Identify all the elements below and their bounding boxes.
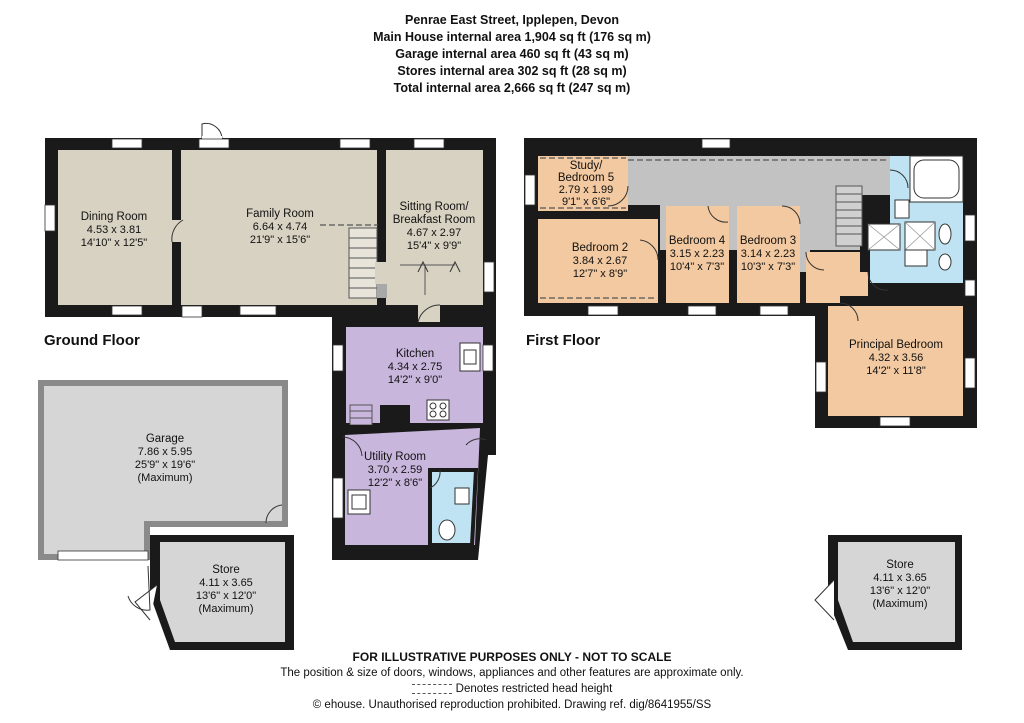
garage-imperial: 25'9" x 19'6" <box>134 459 196 471</box>
bedroom2-name: Bedroom 2 <box>571 242 629 254</box>
dining-room-metric: 4.53 x 3.81 <box>86 224 142 236</box>
copyright: © ehouse. Unauthorised reproduction proh… <box>312 699 712 711</box>
family-room-name: Family Room <box>246 208 314 220</box>
utility-room-label: Utility Room 3.70 x 2.59 12'2" x 8'6" <box>350 451 440 490</box>
disclaimer: FOR ILLUSTRATIVE PURPOSES ONLY - NOT TO … <box>352 650 672 664</box>
total-area: Total internal area 2,666 sq ft (247 sq … <box>393 81 631 95</box>
utility-room-metric: 3.70 x 2.59 <box>367 464 423 476</box>
principal-bedroom-imperial: 14'2" x 11'8" <box>866 365 926 377</box>
store-first-label: Store 4.11 x 3.65 13'6" x 12'0" (Maximum… <box>850 559 950 611</box>
store-ground-name: Store <box>212 564 240 576</box>
restricted-height-text: Denotes restricted head height <box>455 683 613 695</box>
store-first-name: Store <box>886 559 914 571</box>
dining-room-label: Dining Room 4.53 x 3.81 14'10" x 12'5" <box>62 211 166 250</box>
garage-area: Garage internal area 460 sq ft (43 sq m) <box>395 47 629 61</box>
bedroom2-floor <box>538 219 658 303</box>
bedroom4-imperial: 10'4" x 7'3" <box>669 261 725 273</box>
sitting-room-label: Sitting Room/ Breakfast Room 4.67 x 2.97… <box>382 201 486 253</box>
dining-room-imperial: 14'10" x 12'5" <box>80 237 148 249</box>
ground-floor-plan <box>38 123 977 650</box>
first-floor-label: First Floor <box>526 332 601 349</box>
ground-floor-label: Ground Floor <box>44 332 140 349</box>
bedroom3-imperial: 10'3" x 7'3" <box>740 261 796 273</box>
garage-note: (Maximum) <box>137 472 193 484</box>
sitting-room-imperial: 15'4" x 9'9" <box>406 240 462 252</box>
kitchen-label: Kitchen 4.34 x 2.75 14'2" x 9'0" <box>370 348 460 387</box>
study-metric: 2.79 x 1.99 <box>558 184 614 196</box>
garage-label: Garage 7.86 x 5.95 25'9" x 19'6" (Maximu… <box>110 433 220 485</box>
sitting-room-floor <box>386 150 483 305</box>
store-ground-label: Store 4.11 x 3.65 13'6" x 12'0" (Maximum… <box>176 564 276 616</box>
garage-name: Garage <box>145 433 185 445</box>
restricted-height-legend: Denotes restricted head height <box>0 682 1024 696</box>
bedroom4-label: Bedroom 4 3.15 x 2.23 10'4" x 7'3" <box>664 235 730 274</box>
bedroom4-floor <box>666 206 729 303</box>
ground-stairs <box>348 227 378 299</box>
family-room-label: Family Room 6.64 x 4.74 21'9" x 15'6" <box>200 208 360 247</box>
study-name-1: Study/ <box>569 160 603 172</box>
first-stairs <box>835 185 863 247</box>
family-room-imperial: 21'9" x 15'6" <box>249 234 311 246</box>
principal-floor <box>828 306 963 416</box>
sitting-room-name-2: Breakfast Room <box>392 214 476 226</box>
family-room-metric: 6.64 x 4.74 <box>252 221 308 233</box>
first-windows <box>524 138 976 427</box>
sitting-room-name-1: Sitting Room/ <box>399 201 469 213</box>
ground-windows <box>44 138 495 318</box>
store-ground-floor <box>160 542 285 642</box>
store-ground-imperial: 13'6" x 12'0" <box>195 590 257 602</box>
store-first-imperial: 13'6" x 12'0" <box>869 585 931 597</box>
bedroom3-name: Bedroom 3 <box>739 235 797 247</box>
dining-room-name: Dining Room <box>80 211 148 223</box>
store-ground-note: (Maximum) <box>198 603 254 615</box>
main-house-area: Main House internal area 1,904 sq ft (17… <box>373 30 651 44</box>
kitchen-imperial: 14'2" x 9'0" <box>387 374 443 386</box>
bedroom4-name: Bedroom 4 <box>668 235 726 247</box>
dining-room-floor <box>58 150 172 305</box>
restricted-height-swatch <box>411 683 452 694</box>
store-ground-metric: 4.11 x 3.65 <box>199 577 253 589</box>
bedroom3-label: Bedroom 3 3.14 x 2.23 10'3" x 7'3" <box>735 235 801 274</box>
store-first-note: (Maximum) <box>872 598 928 610</box>
study-imperial: 9'1" x 6'6" <box>561 196 611 208</box>
study-floor <box>538 156 628 211</box>
bedroom4-metric: 3.15 x 2.23 <box>669 248 725 260</box>
bedroom2-metric: 3.84 x 2.67 <box>572 255 628 267</box>
bedroom2-label: Bedroom 2 3.84 x 2.67 12'7" x 8'9" <box>555 242 645 281</box>
bedroom2-imperial: 12'7" x 8'9" <box>572 268 628 280</box>
garage-metric: 7.86 x 5.95 <box>137 446 193 458</box>
study-name-2: Bedroom 5 <box>557 172 615 184</box>
kitchen-metric: 4.34 x 2.75 <box>387 361 443 373</box>
utility-room-imperial: 12'2" x 8'6" <box>367 477 423 489</box>
sitting-room-metric: 4.67 x 2.97 <box>406 227 462 239</box>
kitchen-name: Kitchen <box>395 348 435 360</box>
study-label: Study/ Bedroom 5 2.79 x 1.99 9'1" x 6'6" <box>548 160 624 208</box>
utility-room-name: Utility Room <box>364 451 426 463</box>
principal-bedroom-label: Principal Bedroom 4.32 x 3.56 14'2" x 11… <box>836 339 956 378</box>
bedroom3-floor <box>737 206 800 303</box>
address-title: Penrae East Street, Ipplepen, Devon <box>405 13 619 27</box>
store-first-metric: 4.11 x 3.65 <box>873 572 927 584</box>
bedroom3-metric: 3.14 x 2.23 <box>740 248 796 260</box>
store-first-floor <box>838 542 955 642</box>
position-note: The position & size of doors, windows, a… <box>280 667 744 679</box>
principal-bedroom-name: Principal Bedroom <box>849 339 943 351</box>
stores-area: Stores internal area 302 sq ft (28 sq m) <box>397 64 627 78</box>
principal-bedroom-metric: 4.32 x 3.56 <box>868 352 924 364</box>
family-room-floor <box>181 150 377 305</box>
garage-floor <box>44 386 282 554</box>
